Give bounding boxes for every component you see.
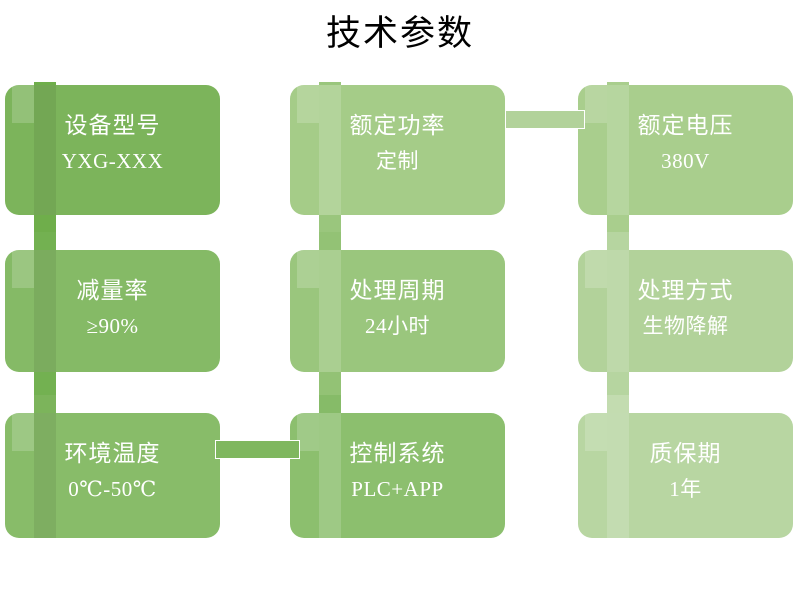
card-notch (297, 250, 319, 288)
card-reduction-rate[interactable]: 减量率 ≥90% (5, 250, 220, 372)
card-notch (12, 85, 34, 123)
card-connector-strip (607, 85, 629, 215)
card-label: 环境温度 (64, 441, 161, 466)
card-notch (297, 413, 319, 451)
card-ambient-temperature[interactable]: 环境温度 0℃-50℃ (5, 413, 220, 538)
card-notch (585, 85, 607, 123)
card-value: 0℃-50℃ (68, 477, 157, 501)
card-treatment-cycle[interactable]: 处理周期 24小时 (290, 250, 505, 372)
card-connector-strip (319, 85, 341, 215)
card-label: 处理周期 (349, 278, 446, 303)
card-value: 1年 (669, 477, 702, 501)
card-label: 减量率 (76, 278, 149, 303)
card-notch (12, 250, 34, 288)
card-rated-voltage[interactable]: 额定电压 380V (578, 85, 793, 215)
card-rated-power[interactable]: 额定功率定制 (290, 85, 505, 215)
card-value: 生物降解 (642, 314, 729, 338)
card-notch (12, 413, 34, 451)
card-connector-strip (607, 250, 629, 372)
card-treatment-method[interactable]: 处理方式生物降解 (578, 250, 793, 372)
card-value: ≥90% (86, 314, 139, 338)
card-value: 定制 (376, 149, 419, 173)
horizontal-connector-power-to-voltage (505, 110, 585, 129)
card-connector-strip (319, 413, 341, 538)
card-label: 控制系统 (349, 441, 446, 466)
card-value: YXG-XXX (61, 149, 164, 173)
card-warranty-period[interactable]: 质保期 1年 (578, 413, 793, 538)
card-connector-strip (319, 250, 341, 372)
card-connector-strip (34, 85, 56, 215)
card-notch (297, 85, 319, 123)
card-control-system[interactable]: 控制系统 PLC+APP (290, 413, 505, 538)
card-label: 额定电压 (637, 113, 734, 138)
card-notch (585, 413, 607, 451)
card-connector-strip (607, 413, 629, 538)
card-label: 额定功率 (349, 113, 446, 138)
card-label: 设备型号 (64, 113, 161, 138)
card-label: 质保期 (649, 441, 722, 466)
card-connector-strip (34, 250, 56, 372)
card-value: 24小时 (365, 314, 430, 338)
card-connector-strip (34, 413, 56, 538)
horizontal-connector-temp-to-control (215, 440, 300, 459)
page-title: 技术参数 (325, 14, 474, 53)
card-device-model[interactable]: 设备型号 YXG-XXX (5, 85, 220, 215)
card-value: PLC+APP (351, 477, 444, 501)
card-notch (585, 250, 607, 288)
card-label: 处理方式 (637, 278, 734, 303)
card-value: 380V (661, 149, 710, 173)
